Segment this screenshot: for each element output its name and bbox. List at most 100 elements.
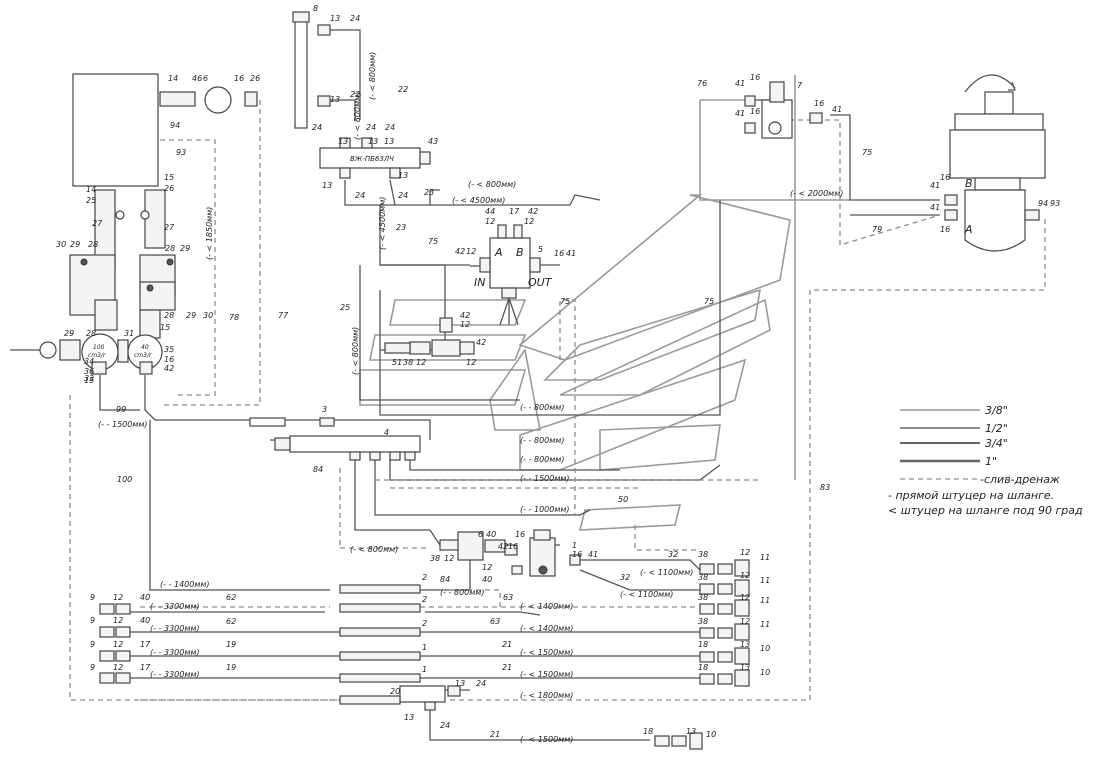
callout: 41 xyxy=(930,181,940,190)
callout: 20 xyxy=(390,687,400,696)
callout: 25 xyxy=(340,303,350,312)
callout: 31 xyxy=(124,329,134,338)
callout: 16 xyxy=(940,173,950,182)
callout: 29 xyxy=(70,240,80,249)
length-label: (- < 800мм) xyxy=(351,327,360,375)
callout: 9 xyxy=(90,640,95,649)
callout: 84 xyxy=(313,465,323,474)
pump-assembly xyxy=(10,333,163,375)
callout: 41 xyxy=(832,105,842,114)
callout: 9 xyxy=(90,616,95,625)
callout: 30 xyxy=(203,311,213,320)
callout: 40 xyxy=(140,593,150,602)
callout: 93 xyxy=(1050,199,1060,208)
callout: 78 xyxy=(229,313,239,322)
callout: 16 xyxy=(572,550,582,559)
callout: 4 xyxy=(384,428,389,437)
callout: 38 xyxy=(698,617,708,626)
callout: 25 xyxy=(86,196,96,205)
callout: 12 xyxy=(466,247,476,256)
callout: 43 xyxy=(428,137,438,146)
callout: 21 xyxy=(502,640,512,649)
callout: 14 xyxy=(168,74,178,83)
flowmeter-left-unit: cm3/r xyxy=(88,352,106,359)
callout: 38 xyxy=(430,554,440,563)
flowmeter-labels: 100 cm3/r 40 cm3/r xyxy=(88,344,152,359)
distributor-port-b: B xyxy=(516,246,524,259)
tee-fittings-upper xyxy=(384,317,475,357)
callout: 23 xyxy=(396,223,406,232)
length-label: (- < 1500мм) xyxy=(520,670,573,679)
callout: 17 xyxy=(509,207,520,216)
callout: 16 xyxy=(814,99,824,108)
length-label: (- - 800мм) xyxy=(440,588,484,597)
callout: 12 xyxy=(740,593,750,602)
callout: 100 xyxy=(117,475,132,484)
legend-item-drain: -слив-дренаж xyxy=(980,473,1060,486)
callout: 13 xyxy=(740,663,750,672)
callout: 13 xyxy=(404,713,414,722)
callout: 18 xyxy=(698,640,708,649)
callout: 41 xyxy=(735,79,745,88)
callout: 22 xyxy=(350,90,360,99)
callout: 13 xyxy=(384,137,394,146)
callout: 15 xyxy=(160,323,170,332)
callout: 62 xyxy=(226,593,236,602)
callout: 11 xyxy=(760,620,770,629)
callout: 12 xyxy=(740,617,750,626)
callout: 2 xyxy=(422,595,427,604)
callout: 27 xyxy=(92,219,103,228)
callout: 11 xyxy=(760,596,770,605)
hose-ends-left xyxy=(99,603,131,684)
tee-fittings-lower xyxy=(439,529,581,577)
legend-item-38: 3/8" xyxy=(985,404,1008,417)
callout: 12 xyxy=(113,640,123,649)
callout: 42 xyxy=(460,311,470,320)
callout: 34 xyxy=(84,357,94,366)
filter-assembly xyxy=(69,189,176,339)
length-label: (- < 800мм) xyxy=(368,52,377,100)
callout: 99 xyxy=(116,405,126,414)
callout: 23 xyxy=(424,188,434,197)
callout: 35 xyxy=(164,345,174,354)
callout: 10 xyxy=(706,730,716,739)
callout: 94 xyxy=(1038,199,1048,208)
callout: 62 xyxy=(226,617,236,626)
legend: 3/8" 1/2" 3/4" 1" -слив-дренаж - прямой … xyxy=(888,404,1083,517)
callout: 29 xyxy=(64,329,74,338)
length-label: (- - 800мм) xyxy=(520,436,564,445)
motor-port-b: B xyxy=(965,177,973,190)
length-label: (- < 1800мм) xyxy=(520,691,573,700)
callout: 1 xyxy=(422,665,427,674)
callout: 13 xyxy=(398,171,408,180)
callout: 2 xyxy=(422,619,427,628)
length-label: (- < 1400мм) xyxy=(520,602,573,611)
callout: 93 xyxy=(176,148,186,157)
callout: 24 xyxy=(398,191,408,200)
callout: 32 xyxy=(620,573,630,582)
length-label: (- - 3300мм) xyxy=(150,670,200,679)
distributor-in-label: IN xyxy=(474,276,485,289)
callout: 18 xyxy=(643,727,653,736)
callout: 41 xyxy=(588,550,598,559)
callout: 24 xyxy=(350,14,360,23)
callout: 13 xyxy=(368,137,378,146)
callout: 12 xyxy=(416,358,426,367)
callout: 13 xyxy=(686,727,696,736)
drain-lines xyxy=(69,100,1046,701)
callout: 12 xyxy=(482,563,492,572)
motor-port-a: A xyxy=(964,223,973,236)
flowmeter-left-value: 100 xyxy=(93,344,105,351)
callout: 13 xyxy=(330,14,340,23)
length-label: (- - 800мм) xyxy=(520,403,564,412)
length-label: (- < 1100мм) xyxy=(640,568,693,577)
legend-note-straight: - прямой штуцер на шланге. xyxy=(888,489,1054,502)
callout: 13 xyxy=(330,95,340,104)
callout: 12 xyxy=(113,593,123,602)
callout: 10 xyxy=(760,668,770,677)
callout: 63 xyxy=(503,593,513,602)
callout: 2 xyxy=(422,573,427,582)
callout: 26 xyxy=(164,184,174,193)
callout: 30 xyxy=(56,240,66,249)
